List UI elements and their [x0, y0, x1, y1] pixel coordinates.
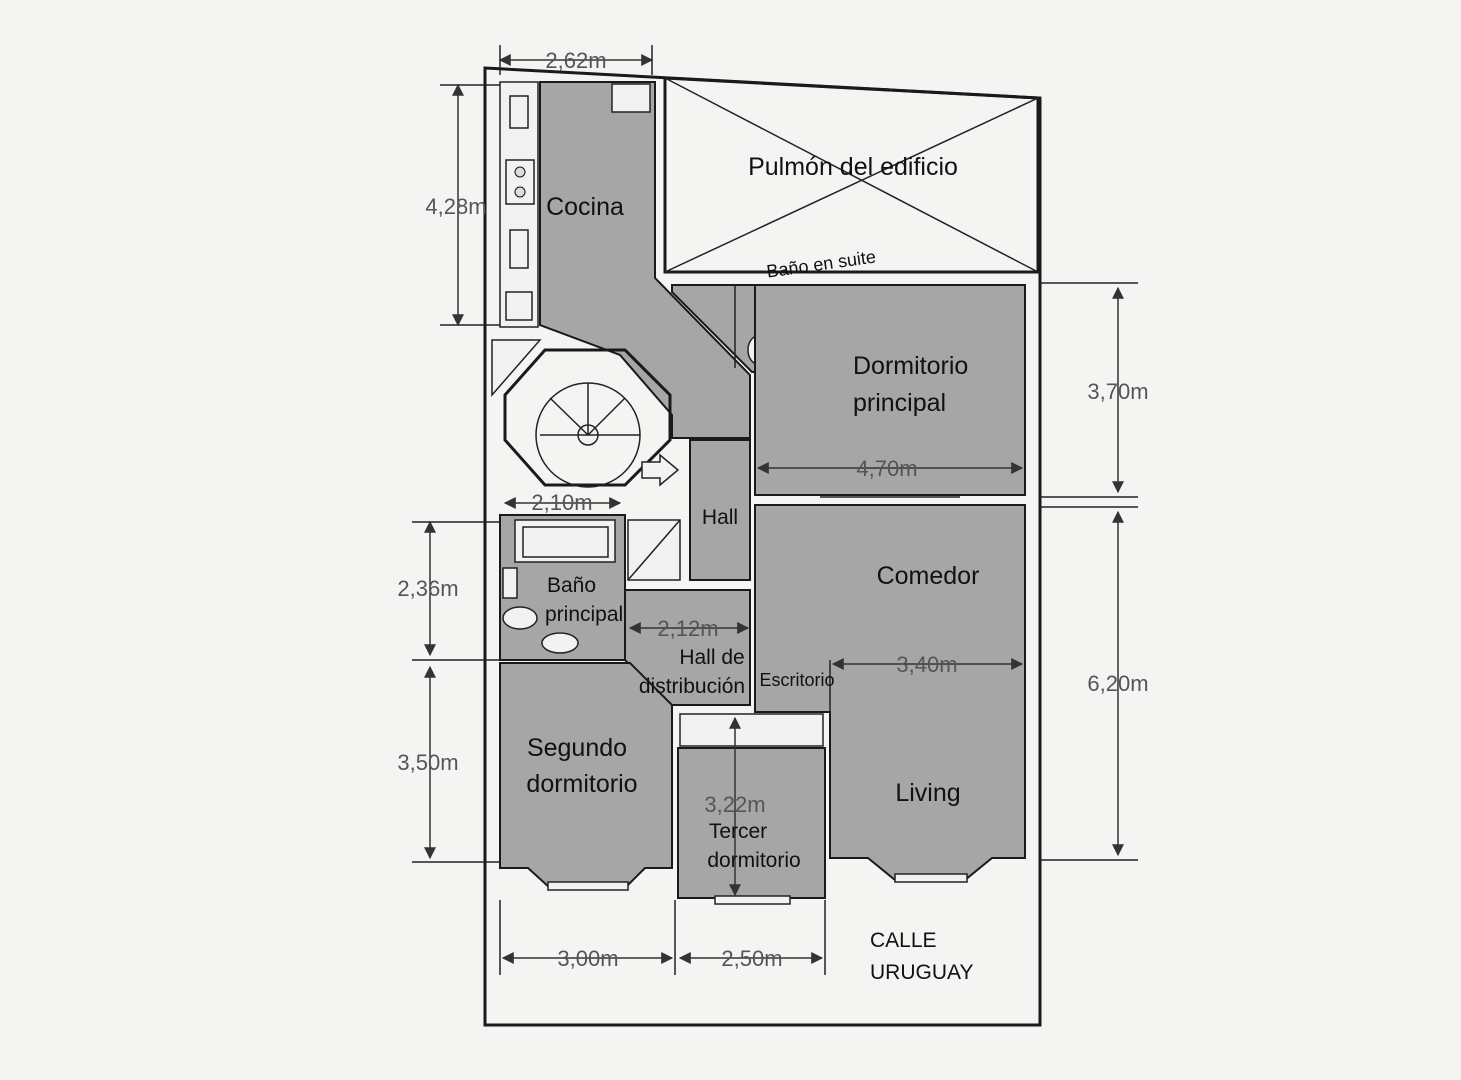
dim-label-cocina-height: 4,28m — [425, 194, 486, 219]
dim-label-segundo-width: 3,00m — [557, 946, 618, 971]
room-tercer-dormitorio — [677, 747, 826, 899]
label-segundo-dormitorio-2: dormitorio — [526, 770, 637, 798]
room-hall-distribucion — [624, 589, 751, 706]
dim-label-segundo-height: 3,50m — [397, 750, 458, 775]
label-bano-principal-1: Baño — [547, 574, 596, 597]
dim-label-stair-width: 2,10m — [531, 490, 592, 515]
dim-tercer-width — [678, 900, 826, 975]
label-comedor: Comedor — [877, 562, 980, 590]
label-tercer-dormitorio-1: Tercer — [709, 820, 767, 843]
dim-label-top-width: 2,62m — [545, 48, 606, 73]
room-dormitorio-principal — [754, 284, 1026, 496]
room-bano-principal — [499, 514, 681, 661]
label-tercer-dormitorio-2: dormitorio — [707, 849, 800, 872]
street-label-1: CALLE — [870, 929, 937, 952]
label-living: Living — [895, 779, 960, 807]
label-bano-suite: Baño en suite — [765, 246, 877, 281]
label-bano-principal-2: principal — [545, 603, 623, 626]
dim-segundo-width — [499, 900, 676, 975]
spiral-staircase — [491, 339, 672, 488]
dim-comedor-height — [1040, 506, 1138, 861]
room-segundo-dormitorio — [499, 662, 673, 889]
dim-bano-height — [412, 520, 500, 661]
dim-label-tercer-length: 3,22m — [704, 792, 765, 817]
label-hall-distribucion-1: Hall de — [679, 646, 744, 669]
light-well — [663, 76, 1040, 274]
dim-label-comedor-width: 3,40m — [896, 652, 957, 677]
dim-label-dorm-width: 4,70m — [856, 456, 917, 481]
room-cocina — [539, 81, 751, 439]
street-label-2: URUGUAY — [870, 961, 973, 984]
label-dormitorio-principal-1: Dormitorio — [853, 352, 968, 380]
dim-label-tercer-width: 2,50m — [721, 946, 782, 971]
dim-segundo-height — [412, 665, 500, 863]
dim-cocina-height — [440, 83, 500, 327]
kitchen-fixtures — [499, 81, 651, 328]
stove-burner — [514, 166, 526, 178]
label-escritorio: Escritorio — [759, 670, 834, 690]
dim-dorm-height — [1040, 282, 1138, 498]
label-pulmon: Pulmón del edificio — [748, 153, 958, 181]
dim-label-hall-dist-width: 2,12m — [657, 616, 718, 641]
label-hall: Hall — [702, 506, 738, 529]
windows — [547, 496, 968, 905]
dim-label-dorm-height: 3,70m — [1087, 379, 1148, 404]
label-cocina: Cocina — [546, 193, 624, 221]
room-hall — [689, 439, 751, 581]
dim-top-width — [498, 45, 654, 75]
dim-label-comedor-height: 6,20m — [1087, 671, 1148, 696]
label-segundo-dormitorio-1: Segundo — [527, 734, 627, 762]
tercer-wardrobe — [679, 713, 824, 747]
label-hall-distribucion-2: distribución — [639, 675, 745, 698]
stove-burner — [514, 186, 526, 198]
dim-label-bano-height: 2,36m — [397, 576, 458, 601]
arrow-right-icon — [641, 453, 680, 487]
label-dormitorio-principal-2: principal — [853, 389, 946, 417]
